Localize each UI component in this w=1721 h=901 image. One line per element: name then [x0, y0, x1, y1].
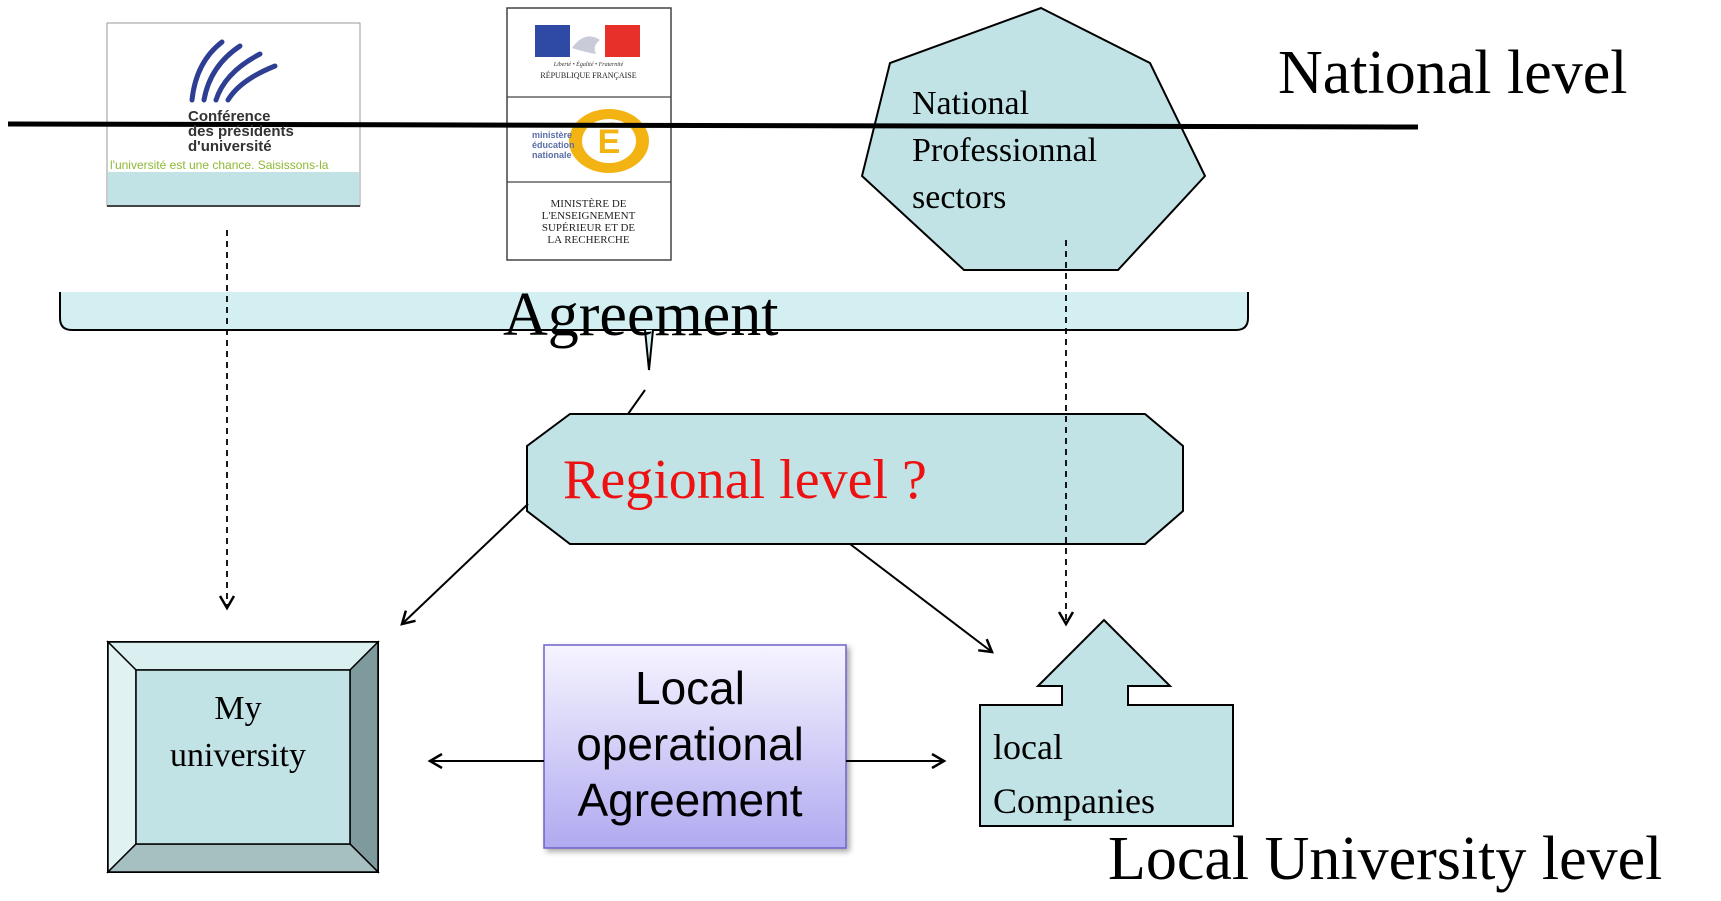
agreement-band — [59, 292, 1249, 371]
cpu-line-3: d'université — [188, 138, 272, 155]
mesr-line-4: LA RECHERCHE — [547, 234, 630, 246]
national-sectors-shape — [860, 6, 1207, 271]
marianne-icon — [572, 36, 600, 54]
agreement-label: Agreement — [503, 281, 779, 349]
mesr-line-3: SUPÉRIEUR ET DE — [541, 222, 636, 234]
cpu-slogan: l'université est une chance. Saisissons-… — [110, 158, 329, 172]
local-op-line-3: Agreement — [577, 774, 803, 826]
cpu-line-1: Conférence — [188, 108, 271, 125]
flag-red — [605, 25, 640, 57]
sectors-line-2: Professionnal — [912, 132, 1098, 169]
cpu-logo — [106, 22, 361, 207]
mesr-line-2: L'ENSEIGNEMENT — [541, 210, 636, 222]
regional-to-university-arrow — [402, 503, 529, 624]
regional-level-shape — [526, 413, 1184, 545]
local-op-line-1: Local — [635, 662, 745, 714]
flag-blue — [535, 25, 570, 57]
local-operational-agreement-label: Local operational Agreement — [542, 660, 838, 828]
men-line-3: nationale — [532, 150, 572, 160]
national-level-line — [7, 121, 1419, 130]
companies-line-2: Companies — [993, 781, 1155, 821]
republique-motto: Liberté • Égalité • Fraternité — [553, 62, 624, 68]
local-operational-agreement-box — [543, 644, 847, 849]
republique-name: RÉPUBLIQUE FRANÇAISE — [540, 71, 637, 80]
univ-line-1: My — [214, 690, 262, 727]
univ-line-2: university — [170, 737, 306, 774]
men-line-2: éducation — [532, 140, 575, 150]
men-letter: É — [598, 123, 621, 161]
regional-level-label: Regional level ? — [563, 449, 927, 511]
regional-to-companies-arrow — [849, 543, 992, 652]
cpu-line-2: des présidents — [188, 123, 294, 140]
mesr-text: MINISTÈRE DE L'ENSEIGNEMENT SUPÉRIEUR ET… — [508, 198, 669, 246]
local-university-level-label: Local University level — [1108, 825, 1663, 893]
my-university-shape — [106, 640, 380, 874]
companies-line-1: local — [993, 727, 1063, 767]
local-companies-label: local Companies — [993, 720, 1155, 828]
local-companies-shape — [979, 618, 1234, 827]
agreement-to-regional-connector — [627, 389, 646, 415]
local-op-line-2: operational — [576, 718, 804, 770]
cpu-arcs-icon — [189, 39, 278, 103]
cpu-logo-text: Conférence des présidents d'université — [188, 109, 294, 154]
men-text: ministère éducation nationale — [532, 130, 575, 160]
national-sectors-label: National Professionnal sectors — [912, 80, 1097, 221]
national-level-label: National level — [1278, 39, 1628, 107]
sectors-line-1: National — [912, 85, 1030, 122]
sectors-line-3: sectors — [912, 179, 1007, 216]
mesr-line-1: MINISTÈRE DE — [550, 198, 627, 210]
my-university-label: My university — [150, 685, 326, 779]
men-line-1: ministère — [532, 130, 573, 140]
